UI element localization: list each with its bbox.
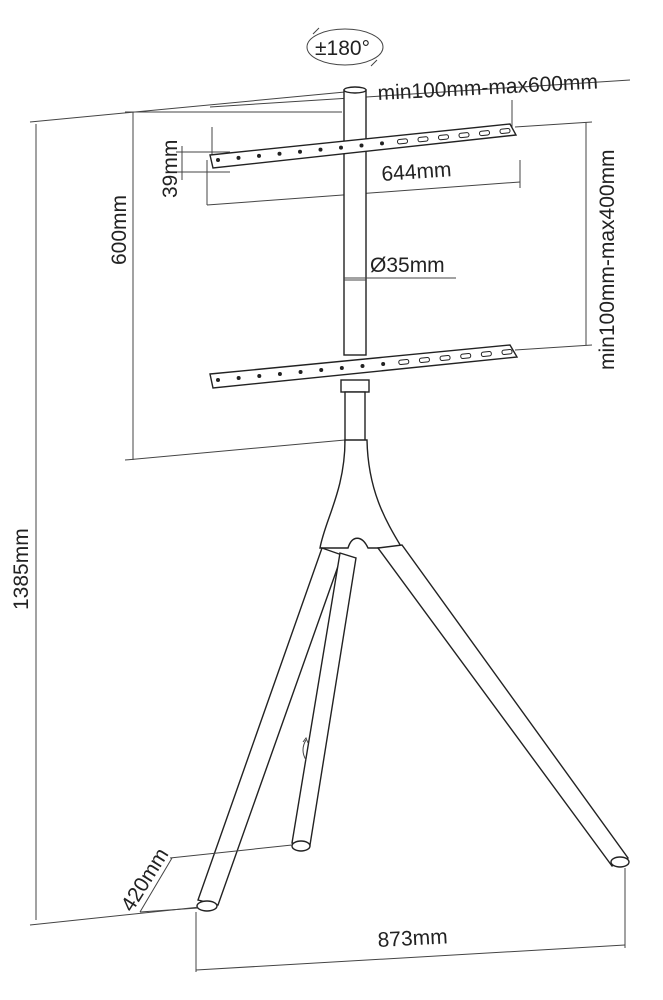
total-height-label: 1385mm xyxy=(10,528,33,610)
bracket-hole xyxy=(460,352,472,360)
bracket-hole xyxy=(257,153,261,158)
adjust-range-label: 600mm xyxy=(108,195,131,265)
bracket-hole xyxy=(339,366,344,370)
bracket-hole xyxy=(360,364,365,368)
bracket-hole xyxy=(277,151,282,156)
bracket-hole xyxy=(298,370,303,374)
bracket-collar xyxy=(340,379,370,393)
arm-length-label: 644mm xyxy=(381,158,452,186)
bracket-hole xyxy=(381,362,386,366)
vesa-width-dimension xyxy=(209,79,631,155)
bracket-hole xyxy=(418,356,430,364)
base-width-label: 873mm xyxy=(377,925,448,952)
vesa-height-dimension xyxy=(514,121,593,351)
bracket-height-dimension xyxy=(176,146,230,180)
pole-diameter-label: Ø35mm xyxy=(370,254,445,277)
bracket-hole xyxy=(439,354,451,362)
bracket-hole xyxy=(499,127,511,135)
bracket-hole xyxy=(437,134,450,141)
bracket-hole xyxy=(396,138,409,145)
bracket-hole xyxy=(277,372,282,376)
bracket-hole xyxy=(236,155,241,160)
bracket-hole xyxy=(398,358,410,366)
bracket-hole xyxy=(339,145,343,150)
rotation-label: ±180° xyxy=(315,37,370,60)
bracket-hole xyxy=(480,350,492,358)
vesa-height-label: min100mm-max400mm xyxy=(596,149,619,370)
lower-bracket xyxy=(209,344,519,389)
rear-leg-label: 420mm xyxy=(117,844,174,916)
bracket-hole xyxy=(319,368,324,372)
right-front-leg xyxy=(376,544,630,867)
bracket-hole xyxy=(257,374,262,378)
rotation-icon xyxy=(306,27,384,67)
bracket-hole xyxy=(298,149,302,154)
bracket-hole xyxy=(501,348,513,356)
upper-pole xyxy=(343,86,367,356)
lower-pole xyxy=(344,391,366,443)
upper-bracket xyxy=(209,123,518,169)
bracket-hole xyxy=(359,143,364,148)
bracket-hole xyxy=(216,158,220,162)
tripod-head xyxy=(319,439,404,549)
rear-leg-dimension xyxy=(139,844,293,913)
bracket-height-label: 39mm xyxy=(159,140,182,198)
leg-rotation-icon xyxy=(302,736,309,761)
bracket-hole xyxy=(216,378,220,382)
right-leg-foot xyxy=(610,856,630,868)
total-height-dimension xyxy=(29,91,346,926)
left-leg-foot xyxy=(196,900,218,912)
base-width-dimension xyxy=(195,868,626,972)
bracket-hole xyxy=(236,376,241,380)
adjust-range-dimension xyxy=(124,111,346,461)
bracket-hole xyxy=(417,136,429,143)
rear-leg-foot xyxy=(291,840,311,852)
left-front-leg xyxy=(197,547,343,906)
bracket-hole xyxy=(380,141,384,146)
bracket-hole xyxy=(318,147,323,152)
bracket-hole xyxy=(458,132,470,139)
vesa-width-label: min100mm-max600mm xyxy=(377,70,598,105)
bracket-hole xyxy=(478,130,491,137)
